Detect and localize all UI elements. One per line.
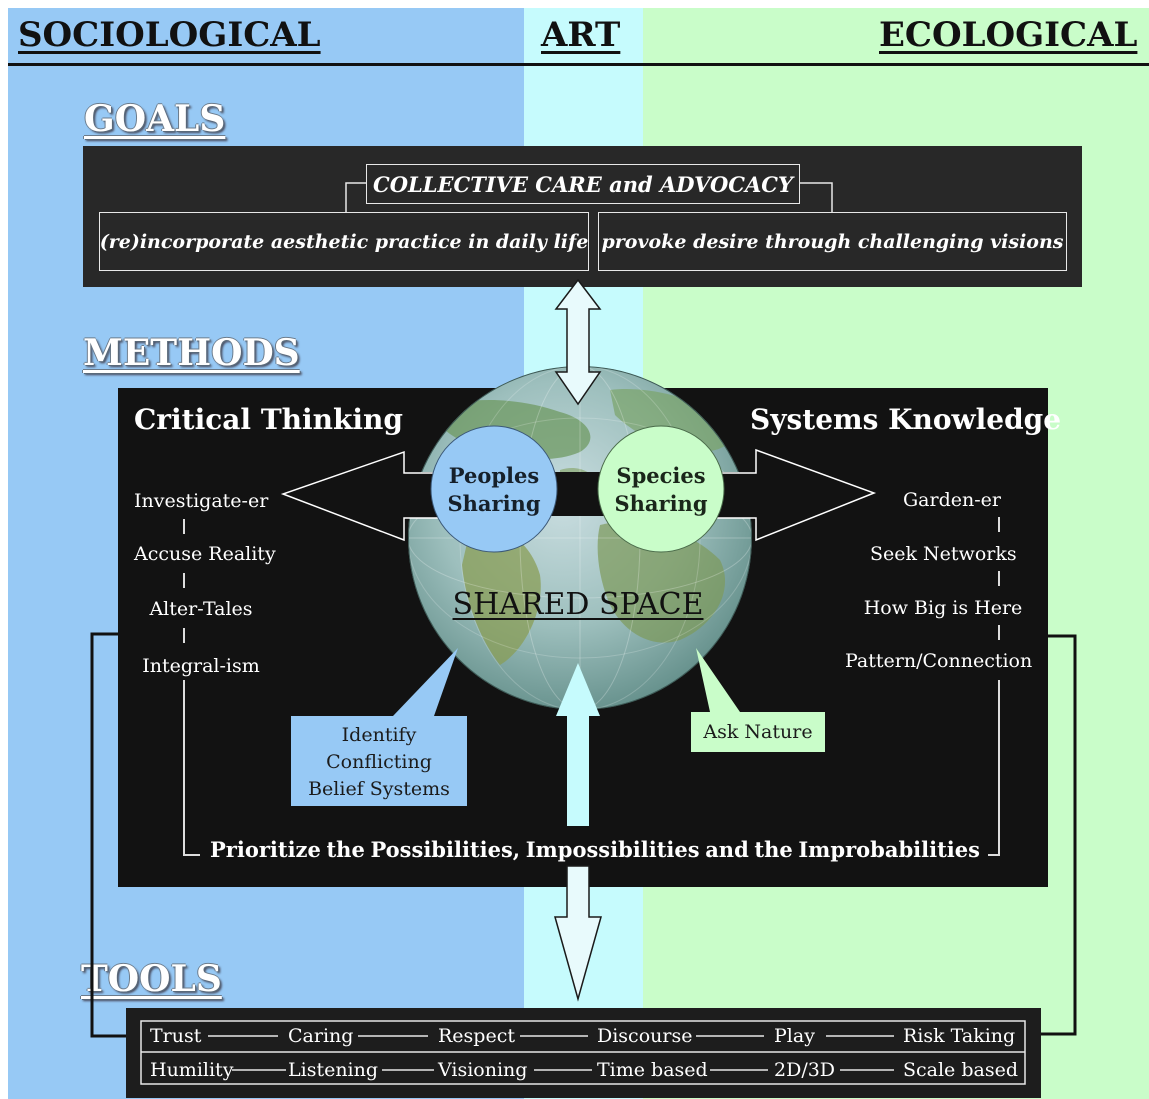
species-sharing-circle xyxy=(597,425,725,553)
art-header: ART xyxy=(541,15,621,55)
ask-nature-label: Ask Nature xyxy=(703,720,813,743)
up-arrow-icon xyxy=(556,663,600,826)
right-callout-pointer xyxy=(696,648,740,712)
prioritize-word: Possibilities, xyxy=(370,837,521,862)
left-callout-pointer xyxy=(393,648,458,716)
tool-item: Visioning xyxy=(438,1059,528,1081)
prioritize-statement: Prioritize the Possibilities, Impossibil… xyxy=(210,839,980,860)
prioritize-word: and xyxy=(705,837,749,862)
goals-box xyxy=(83,146,1082,287)
goal-provoke-desire: provoke desire through challenging visio… xyxy=(598,212,1067,271)
tool-item: Respect xyxy=(438,1025,515,1047)
tool-item: Trust xyxy=(150,1025,202,1047)
goal-collective-care: COLLECTIVE CARE and ADVOCACY xyxy=(366,164,800,204)
right-item-connector xyxy=(998,571,1000,586)
methods-heading: METHODS xyxy=(83,332,300,374)
left-method-item: Integral-ism xyxy=(142,655,260,677)
tools-box xyxy=(126,1008,1041,1098)
callout-line: Conflicting xyxy=(326,751,432,773)
tool-item: Time based xyxy=(597,1059,708,1081)
goal-aesthetic-practice: (re)incorporate aesthetic practice in da… xyxy=(99,212,589,271)
down-arrow-icon xyxy=(554,865,602,1002)
right-method-item: Seek Networks xyxy=(870,543,1017,565)
right-method-item: How Big is Here xyxy=(863,597,1023,619)
header-divider xyxy=(8,63,1149,66)
left-method-item: Alter-Tales xyxy=(149,598,253,620)
critical-thinking-title: Critical Thinking xyxy=(134,403,403,436)
goals-heading: GOALS xyxy=(84,98,226,140)
systems-knowledge-title: Systems Knowledge xyxy=(750,403,1062,436)
tool-item: Humility xyxy=(150,1059,234,1081)
tool-item: Risk Taking xyxy=(903,1025,1016,1047)
left-callout: Identify Conflicting Belief Systems xyxy=(291,716,467,806)
peoples-sharing-label: Peoples Sharing xyxy=(447,463,541,516)
tool-item: Listening xyxy=(288,1059,379,1081)
species-sharing-label: Species Sharing xyxy=(614,463,708,516)
shared-space-label: SHARED SPACE xyxy=(452,587,704,622)
prioritize-word: the xyxy=(326,837,365,862)
sociological-header: SOCIOLOGICAL xyxy=(18,15,321,55)
tool-item: Discourse xyxy=(597,1025,693,1047)
tool-item: Play xyxy=(774,1025,815,1047)
callout-line: Belief Systems xyxy=(308,778,450,800)
callout-line: Identify xyxy=(341,724,417,746)
ecological-header: ECOLOGICAL xyxy=(879,15,1138,55)
tool-item: Caring xyxy=(288,1025,354,1047)
right-item-connector xyxy=(998,625,1000,640)
left-item-connector xyxy=(183,519,185,534)
double-arrow-icon xyxy=(554,278,602,406)
tool-item: 2D/3D xyxy=(774,1059,836,1081)
prioritize-word: the xyxy=(754,837,793,862)
left-method-item: Investigate-er xyxy=(134,490,269,512)
left-method-item: Accuse Reality xyxy=(134,543,276,565)
tool-item: Scale based xyxy=(903,1059,1018,1081)
prioritize-word: Improbabilities xyxy=(798,837,980,862)
left-item-connector xyxy=(183,628,185,643)
peoples-sharing-circle xyxy=(430,425,558,553)
right-item-connector xyxy=(998,517,1000,532)
prioritize-word: Impossibilities xyxy=(525,837,700,862)
tools-heading: TOOLS xyxy=(81,958,222,1000)
left-item-connector xyxy=(183,573,185,588)
right-method-item: Garden-er xyxy=(903,489,1001,511)
right-method-item: Pattern/Connection xyxy=(845,650,1033,672)
right-callout: Ask Nature xyxy=(691,712,825,752)
prioritize-word: Prioritize xyxy=(210,837,321,862)
